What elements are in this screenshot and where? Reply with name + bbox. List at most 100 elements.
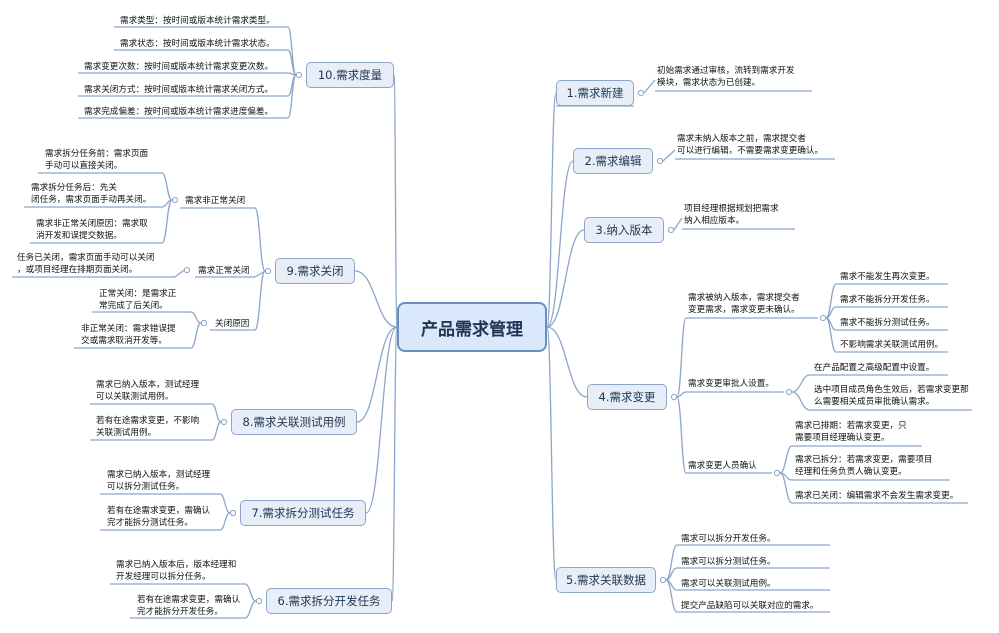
branch-requirement-close[interactable]: 9.需求关闭 <box>275 258 355 284</box>
link-b4-sub2 <box>676 396 687 474</box>
leaf-dev-split-confirm: 若有在途需求变更，需确认 完才能拆分开发任务。 <box>137 595 241 617</box>
leaf-defect-link: 提交产品缺陷可以关联对应的需求。 <box>681 601 819 611</box>
collapse-b10[interactable] <box>295 71 303 79</box>
branch-split-test-task[interactable]: 7.需求拆分测试任务 <box>240 500 366 526</box>
sub-close-reason: 关闭原因 <box>215 319 250 329</box>
collapse-b4-sub0[interactable] <box>819 314 827 322</box>
leaf-closed: 需求已关闭：编辑需求不会发生需求变更。 <box>795 491 959 501</box>
link-center-b9 <box>354 270 398 328</box>
link-b9-sub2-leaf0 <box>190 311 202 324</box>
leaf-abnormal-reason: 需求非正常关闭原因：需求取 消开发和误提交数据。 <box>36 219 148 241</box>
link-b10-leaf1 <box>287 49 297 76</box>
leaf-case-version: 需求已纳入版本，测试经理 可以关联测试用例。 <box>96 380 200 402</box>
leaf-edit-desc: 需求未纳入版本之前，需求提交者 可以进行编辑，不需要需求变更确认。 <box>677 134 824 156</box>
leaf-dev-task: 需求可以拆分开发任务。 <box>681 534 776 544</box>
collapse-b9-sub0[interactable] <box>171 196 179 204</box>
leaf-before-split: 需求拆分任务前：需求页面 手动可以直接关闭。 <box>45 149 149 171</box>
leaf-after-split: 需求拆分任务后：先关 闭任务，需求页面手动再关闭。 <box>31 183 152 205</box>
link-b5-leaf3 <box>665 579 678 613</box>
leaf-abnormal-close-reason: 非正常关闭：需求错误提 交或需求取消开发等。 <box>81 324 176 346</box>
leaf-scheduled: 需求已排期：若需求变更，只 需要项目经理确认变更。 <box>795 421 907 443</box>
collapse-b2[interactable] <box>656 157 664 165</box>
link-b9-sub0 <box>254 207 266 272</box>
collapse-b4-sub1[interactable] <box>785 388 793 396</box>
collapse-b5[interactable] <box>659 576 667 584</box>
leaf-normal-reason: 正常关闭：是需求正 常完成了后关闭。 <box>99 289 177 311</box>
collapse-b7[interactable] <box>229 509 237 517</box>
leaf-test-case: 需求可以关联测试用例。 <box>681 579 776 589</box>
link-b4-sub1-leaf0 <box>791 374 811 393</box>
leaf-member-approval: 选中项目成员角色生效后，若需求变更那 么需要相关成员审批确认需求。 <box>814 385 969 407</box>
link-center-b1 <box>546 92 557 328</box>
leaf-no-effect-case: 不影响需求关联测试用例。 <box>840 340 944 350</box>
sub-change-unconfirmed: 需求被纳入版本，需求提交者 变更需求，需求变更未确认。 <box>688 293 800 315</box>
sub-abnormal-close: 需求非正常关闭 <box>185 196 246 206</box>
link-b7-leaf1 <box>219 512 231 531</box>
collapse-b8[interactable] <box>220 418 228 426</box>
link-b6-leaf1 <box>244 600 257 619</box>
link-b9-sub0-leaf2 <box>161 199 173 244</box>
link-center-b8 <box>356 326 398 423</box>
collapse-b4[interactable] <box>670 393 678 401</box>
link-b4-sub1 <box>676 391 687 398</box>
link-b8-leaf0 <box>211 403 222 423</box>
branch-requirement-create[interactable]: 1.需求新建 <box>556 80 634 106</box>
link-center-b5 <box>546 326 557 581</box>
link-center-b7 <box>365 326 398 514</box>
collapse-b4-sub2[interactable] <box>773 469 781 477</box>
leaf-metric-close-mode: 需求关闭方式：按时间或版本统计需求关闭方式。 <box>84 85 274 95</box>
leaf-no-dev-split: 需求不能拆分开发任务。 <box>840 295 935 305</box>
link-b9-sub1-leaf0 <box>174 269 185 278</box>
link-b4-sub2-leaf2 <box>779 472 793 504</box>
link-b3-leaf <box>673 217 683 231</box>
link-b4-sub0 <box>676 317 687 398</box>
link-b10-leaf4 <box>287 74 297 119</box>
branch-related-data[interactable]: 5.需求关联数据 <box>556 567 656 593</box>
leaf-split: 需求已拆分：若需求变更，需要项目 经理和任务负责人确认变更。 <box>795 455 933 477</box>
branch-related-test-case[interactable]: 8.需求关联测试用例 <box>231 409 357 435</box>
leaf-test-task: 需求可以拆分测试任务。 <box>681 557 776 567</box>
branch-split-dev-task[interactable]: 6.需求拆分开发任务 <box>266 588 392 614</box>
link-center-b4 <box>546 326 588 398</box>
leaf-normal-close: 任务已关闭，需求页面手动可以关闭 ，或项目经理在排期页面关闭。 <box>17 253 155 275</box>
link-b9-sub2 <box>254 270 266 331</box>
leaf-metric-change-count: 需求变更次数：按时间或版本统计需求变更次数。 <box>84 62 274 72</box>
leaf-create-desc: 初始需求通过审核，流转到需求开发 模块，需求状态为已创建。 <box>657 66 795 88</box>
link-b7-leaf0 <box>219 493 231 514</box>
link-b8-leaf1 <box>211 421 222 441</box>
leaf-metric-type: 需求类型：按时间或版本统计需求类型。 <box>120 16 275 26</box>
sub-change-confirm: 需求变更人员确认 <box>688 461 757 471</box>
link-center-b6 <box>391 326 398 602</box>
collapse-b3[interactable] <box>667 226 675 234</box>
leaf-test-split-confirm: 若有在途需求变更，需确认 完才能拆分测试任务。 <box>107 506 211 528</box>
central-topic[interactable]: 产品需求管理 <box>397 302 547 352</box>
leaf-no-rechange: 需求不能发生再次变更。 <box>840 272 935 282</box>
link-b2-leaf <box>662 149 676 162</box>
leaf-case-change: 若有在途需求变更，不影响 关联测试用例。 <box>96 416 200 438</box>
leaf-no-test-split: 需求不能拆分测试任务。 <box>840 318 935 328</box>
link-b9-sub0-leaf0 <box>161 172 173 201</box>
link-center-b3 <box>546 229 585 328</box>
link-center-b2 <box>546 160 574 328</box>
sub-normal-close: 需求正常关闭 <box>198 266 250 276</box>
collapse-b9-sub2[interactable] <box>200 319 208 327</box>
collapse-b6[interactable] <box>255 597 263 605</box>
branch-requirement-metrics[interactable]: 10.需求度量 <box>306 62 394 88</box>
branch-requirement-change[interactable]: 4.需求变更 <box>587 384 667 410</box>
collapse-b9[interactable] <box>264 267 272 275</box>
leaf-version-desc: 项目经理根据规划把需求 纳入相应版本。 <box>684 204 779 226</box>
collapse-b1[interactable] <box>637 89 645 97</box>
link-b4-sub1-leaf1 <box>791 391 811 411</box>
leaf-test-split-version: 需求已纳入版本，测试经理 可以拆分测试任务。 <box>107 470 211 492</box>
leaf-metric-status: 需求状态：按时间或版本统计需求状态。 <box>120 39 275 49</box>
branch-requirement-edit[interactable]: 2.需求编辑 <box>573 148 653 174</box>
collapse-b9-sub1[interactable] <box>183 266 191 274</box>
link-b4-sub0-leaf3 <box>825 317 837 353</box>
leaf-metric-deviation: 需求完成偏差：按时间或版本统计需求进度偏差。 <box>84 107 274 117</box>
link-b4-sub2-leaf0 <box>779 445 793 474</box>
link-b6-leaf0 <box>244 583 257 602</box>
branch-include-version[interactable]: 3.纳入版本 <box>584 217 664 243</box>
link-b1-leaf <box>643 79 656 94</box>
